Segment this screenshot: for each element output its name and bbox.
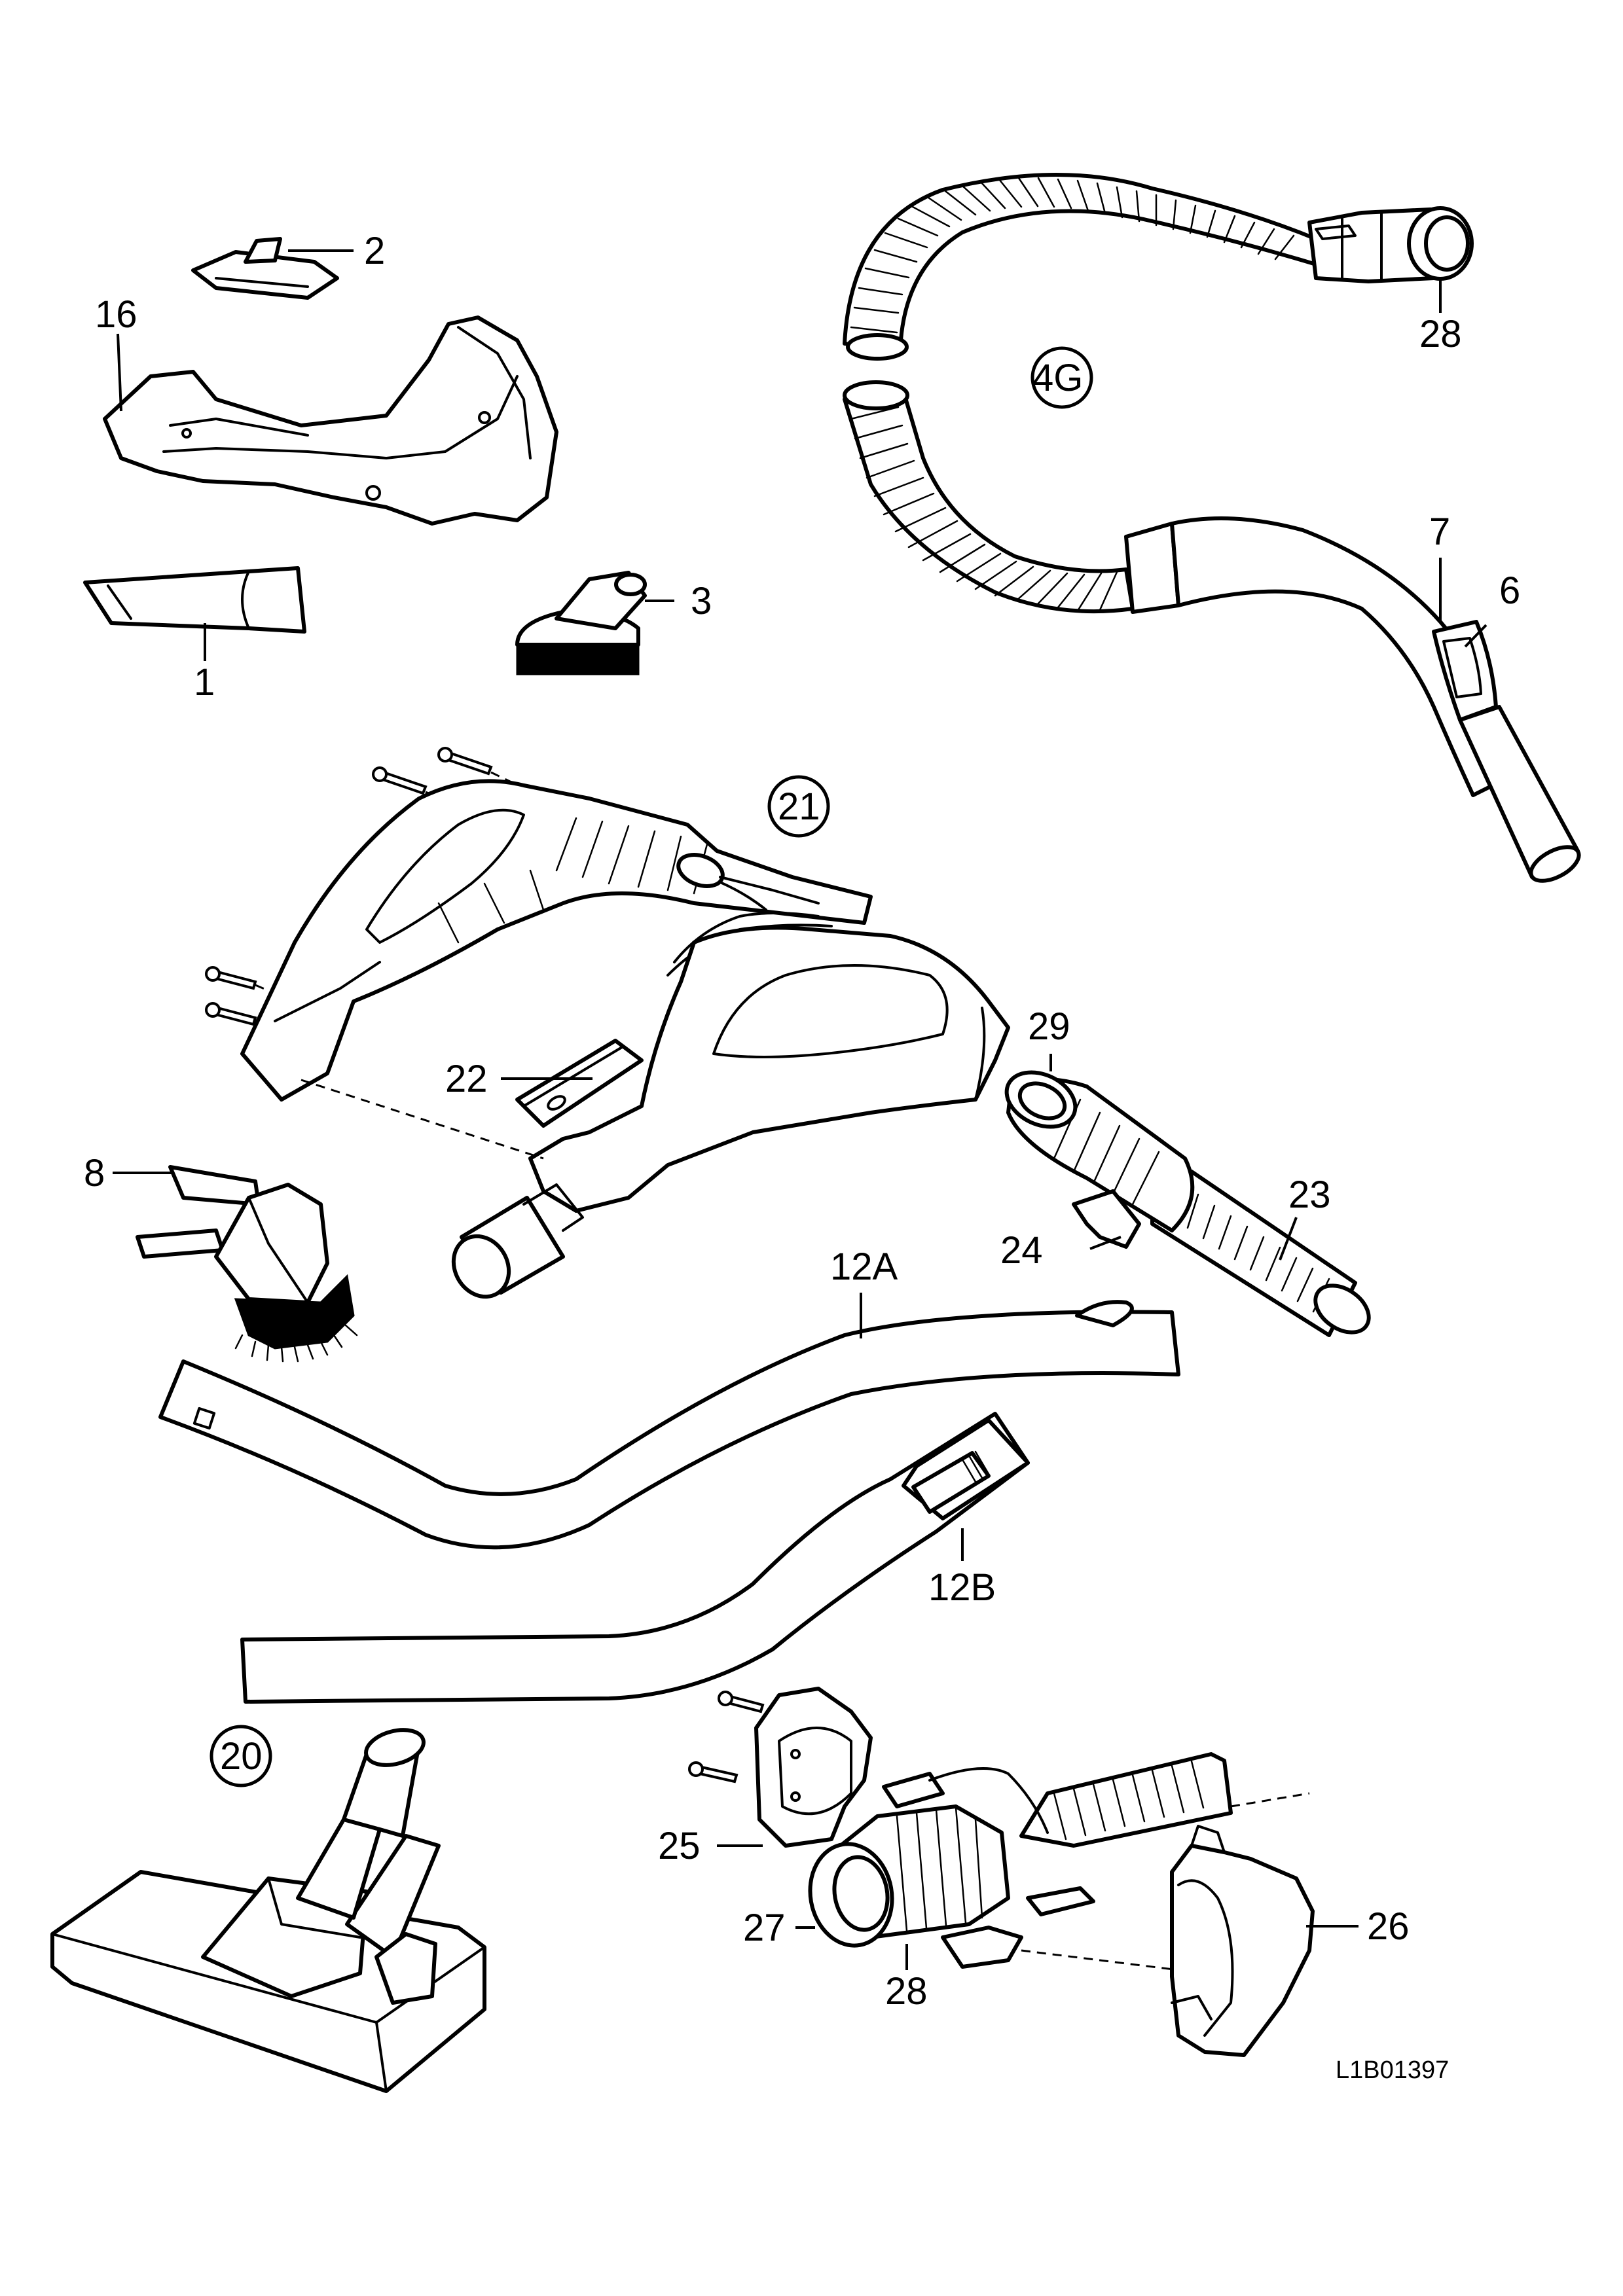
label-12A: 12A <box>830 1246 898 1288</box>
group-circle-4G <box>1030 346 1093 409</box>
lower-hose-ribs <box>850 406 1118 611</box>
label-2: 2 <box>364 230 385 272</box>
group-label-21: 21 <box>778 785 820 828</box>
part-3-dusting-brush: 3 <box>515 571 712 675</box>
group-label-4G: 4G <box>1032 357 1083 399</box>
grip-cylinder-ribs <box>896 1806 983 1932</box>
handle-assembly-21: 21 <box>205 747 1010 1299</box>
wand-lock-button-ribs <box>961 1450 990 1483</box>
grip-hose-ribs <box>1053 1760 1205 1840</box>
part-16-accessory-holder: 16 <box>95 293 558 526</box>
label-26: 26 <box>1367 1905 1410 1948</box>
group-circle-20 <box>210 1725 272 1787</box>
label-24: 24 <box>1000 1229 1043 1272</box>
hose-cuff-ribs <box>1053 1098 1160 1206</box>
hose-assembly-4G: 28 4G 7 6 <box>843 173 1581 883</box>
label-16: 16 <box>95 293 137 336</box>
upper-hose-ribs <box>850 177 1295 334</box>
brush-bristle-tips <box>234 1324 358 1363</box>
label-1: 1 <box>194 661 215 704</box>
handle-inner-ribs <box>437 817 708 944</box>
label-29: 29 <box>1028 1005 1070 1048</box>
label-12B: 12B <box>928 1566 996 1609</box>
label-3: 3 <box>691 580 712 622</box>
hose-end-parts: 29 23 24 <box>1000 1005 1371 1337</box>
group-circle-21 <box>767 775 830 838</box>
label-28-top: 28 <box>1419 313 1462 355</box>
drawing-code: L1B01397 <box>1336 2056 1449 2084</box>
label-28-bottom: 28 <box>885 1970 928 2013</box>
handle-screws <box>205 747 493 1026</box>
label-23: 23 <box>1288 1174 1331 1216</box>
grip-assembly: 25 27 28 26 <box>658 1687 1410 2057</box>
label-22: 22 <box>445 1058 488 1100</box>
label-7: 7 <box>1429 511 1450 553</box>
part-2-upholstery-nozzle: 2 <box>191 230 385 300</box>
label-8: 8 <box>84 1152 105 1194</box>
group-label-20: 20 <box>220 1735 263 1778</box>
floor-nozzle-20: 20 <box>50 1725 486 2093</box>
part-1-crevice-tool: 1 <box>83 566 306 704</box>
label-25: 25 <box>658 1825 701 1867</box>
part-8-radiator-brush: 8 <box>84 1152 358 1363</box>
label-27: 27 <box>743 1907 786 1949</box>
wand-12A: 12A <box>158 1246 1180 1550</box>
label-6: 6 <box>1499 569 1520 612</box>
wand-12B: 12B <box>240 1412 1030 1704</box>
